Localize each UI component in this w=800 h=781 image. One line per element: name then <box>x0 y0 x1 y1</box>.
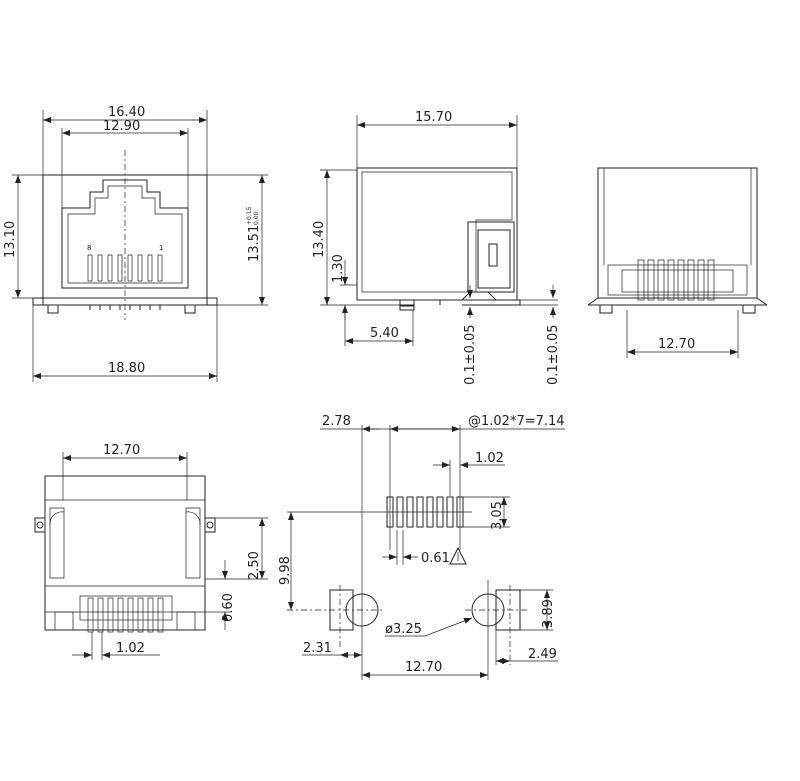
dim-offset: 2.78 <box>322 414 351 429</box>
side-view: 15.70 13.40 1.30 5.40 0.1±0.05 0.1±0.05 <box>312 110 561 385</box>
pin-label-8: 8 <box>87 244 91 252</box>
bottom-pins <box>87 597 164 633</box>
contact-pins <box>87 254 163 282</box>
dim-standoff: 1.30 <box>331 254 346 283</box>
dim-hole-spacing: 12.70 <box>405 660 442 675</box>
dim-pad-length: 3.05 <box>490 501 505 530</box>
tol-lower: 0.00 <box>253 211 260 225</box>
dim-left-tab: 2.31 <box>303 641 332 656</box>
dim-pad-width: 0.61 <box>421 551 450 566</box>
mounting-hole-left <box>345 593 379 627</box>
mounting-hole-right <box>471 593 505 627</box>
dim-pitch: 1.02 <box>475 451 504 466</box>
dim-pitch-total: @1.02*7=7.14 <box>468 414 565 429</box>
rear-view: 12.70 <box>587 167 768 358</box>
dim-pitch: 1.02 <box>116 641 145 656</box>
dim-height-a: 2.50 <box>247 551 262 580</box>
warning-triangle-icon <box>449 546 467 565</box>
dim-row-to-holes: 9.98 <box>278 556 293 585</box>
pin-label-1: 1 <box>159 244 163 252</box>
dim-right-tab: 2.49 <box>528 647 557 662</box>
dim-tab-offset: 5.40 <box>370 326 399 341</box>
dim-length: 15.70 <box>415 110 452 125</box>
dim-overall-width: 18.80 <box>108 361 145 376</box>
dim-hole-diameter: ø3.25 <box>385 622 422 637</box>
dim-tolerance-a: 0.1±0.05 <box>463 324 478 385</box>
front-view: 8 1 16.40 12.90 13.10 13.51 +0.15 0.00 1… <box>3 105 268 382</box>
dim-height: 13.40 <box>312 221 327 258</box>
dim-tolerance-b: 0.1±0.05 <box>546 324 561 385</box>
dim-width-inner: 12.90 <box>103 119 140 134</box>
tol-upper: +0.15 <box>246 206 253 225</box>
dim-height-right: 13.51 <box>247 225 262 262</box>
rear-pins <box>637 259 715 301</box>
dim-height-left: 13.10 <box>3 221 18 258</box>
bottom-view: 12.70 2.50 0.60 1.02 <box>34 443 268 660</box>
dim-tab-height: 3.89 <box>541 599 556 628</box>
dim-pin-span: 12.70 <box>658 337 695 352</box>
dim-height-b: 0.60 <box>221 593 236 622</box>
dim-width-outer: 16.40 <box>108 105 145 120</box>
dim-post-spacing: 12.70 <box>103 443 140 458</box>
footprint-view: 2.78 @1.02*7=7.14 1.02 3.05 9.98 0.61 <box>278 414 565 680</box>
